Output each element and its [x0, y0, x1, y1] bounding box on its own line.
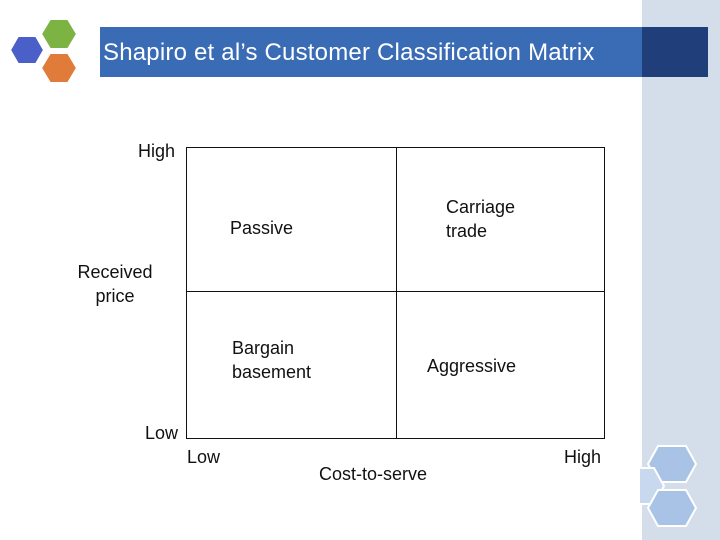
quadrant-carriage-trade: Carriage trade: [446, 195, 515, 243]
title-bar: [100, 27, 708, 77]
hexagon-light-icon: [646, 445, 698, 483]
y-axis-high-label: High: [138, 141, 176, 161]
slide-title: Shapiro et al’s Customer Classification …: [103, 39, 595, 66]
title-bar-accent: [642, 27, 708, 77]
classification-matrix: [186, 147, 605, 439]
quadrant-aggressive-line1: Aggressive: [427, 356, 517, 376]
matrix-vertical-divider: [396, 148, 397, 438]
x-axis-high-label: High: [564, 447, 602, 467]
quadrant-carriage-trade-line1: Carriage: [446, 197, 516, 217]
hexagon-green-icon: [39, 18, 79, 50]
matrix-horizontal-divider: [187, 291, 604, 292]
quadrant-passive-line1: Passive: [230, 218, 294, 238]
quadrant-carriage-trade-line2: trade: [446, 221, 488, 241]
hexagon-blue-icon: [8, 35, 46, 65]
y-axis-low-label: Low: [145, 423, 179, 443]
hexagon-logo-icon: [6, 18, 79, 84]
hexagon-orange-icon: [39, 52, 79, 84]
quadrant-passive: Passive: [230, 216, 293, 240]
hexagon-light-icon: [646, 489, 698, 527]
decorative-hexagons-icon: [640, 445, 698, 527]
y-axis-title: Received price: [70, 260, 160, 308]
quadrant-aggressive: Aggressive: [427, 354, 516, 378]
y-axis-title-line2: price: [95, 286, 135, 306]
quadrant-bargain-basement-line2: basement: [232, 362, 312, 382]
x-axis-title: Cost-to-serve: [319, 464, 428, 484]
quadrant-bargain-basement: Bargain basement: [232, 336, 311, 384]
x-axis-low-label: Low: [187, 447, 221, 467]
quadrant-bargain-basement-line1: Bargain: [232, 338, 295, 358]
y-axis-title-line1: Received: [77, 262, 153, 282]
